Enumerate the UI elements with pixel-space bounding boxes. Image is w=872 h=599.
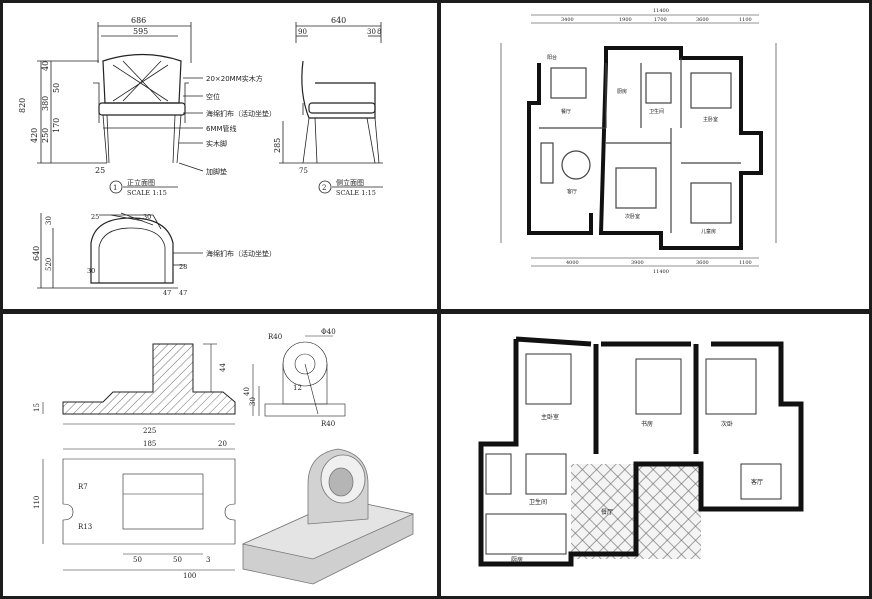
mech-plan-bottom-1: 50 — [173, 556, 182, 564]
plan-a-top-total: 11400 — [653, 8, 669, 14]
top-dim-misc-1: 30 — [143, 213, 151, 221]
plan-a-room-4: 主卧室 — [703, 116, 718, 123]
mech-front-height: 44 — [219, 363, 227, 372]
plan-a-bottom-dim-2: 3600 — [696, 260, 709, 266]
mech-plan-length: 185 — [143, 440, 156, 448]
plan-a-bottom-dim-1: 3900 — [631, 260, 644, 266]
side-caption-num: 2 — [322, 184, 326, 192]
mech-plan-offset: 20 — [218, 440, 227, 448]
top-dim-left-0: 30 — [45, 216, 53, 225]
mechanical-drawing-panel: 44 225 15 R40 Φ40 30 40 12 R40 185 20 11… — [3, 314, 437, 596]
front-dim-left-1: 50 — [52, 83, 61, 93]
plan-b-room-5: 餐厅 — [601, 508, 613, 516]
front-callout-5: 加脚垫 — [206, 167, 227, 176]
plan-a-room-6: 儿童房 — [701, 228, 716, 235]
plan-a-top-dim-3: 3600 — [696, 17, 709, 23]
front-dim-left-4: 250 — [41, 128, 50, 143]
plan-a-room-2: 厨房 — [617, 88, 627, 95]
plan-a-room-0: 客厅 — [567, 188, 577, 195]
front-caption-scale: SCALE 1:15 — [127, 189, 167, 197]
floor-plan-panel-a: 11400 3400 1900 1700 3600 1100 4000 3900… — [441, 3, 869, 309]
top-dim-misc-3: 30 — [87, 267, 95, 275]
mech-plan-width: 110 — [33, 496, 41, 509]
front-dim-left-2: 380 — [41, 96, 50, 111]
front-callout-3: 6MM管线 — [206, 124, 237, 133]
front-foot: 25 — [95, 166, 105, 175]
top-callout: 海绵扪布（活动坐垫） — [206, 249, 276, 258]
plan-a-room-7: 阳台 — [547, 54, 557, 61]
front-seat-height: 420 — [30, 128, 39, 143]
top-dim-left-1: 520 — [45, 258, 53, 271]
front-dim-left-0: 40 — [41, 61, 50, 71]
side-top-left: 90 — [298, 28, 307, 36]
plan-a-room-1: 餐厅 — [561, 108, 571, 115]
side-caption-scale: SCALE 1:15 — [336, 189, 376, 197]
mech-side-radius: R40 — [268, 333, 282, 341]
front-caption-title: 正立面图 — [127, 178, 155, 187]
front-dim-left-3: 170 — [52, 118, 61, 133]
plan-a-bottom-dim-0: 4000 — [566, 260, 579, 266]
mech-front-thickness: 15 — [33, 403, 41, 412]
side-dim-left: 285 — [273, 138, 282, 153]
front-width-outer: 686 — [131, 16, 146, 25]
plan-b-room-6: 客厅 — [751, 478, 763, 486]
mech-plan-r7: R7 — [78, 483, 88, 491]
top-dim-misc-5: 47 — [179, 289, 187, 297]
front-caption-num: 1 — [113, 184, 117, 192]
plan-a-bottom-dim-3: 1100 — [739, 260, 752, 266]
top-dim-misc-4: 47 — [163, 289, 171, 297]
front-height-total: 820 — [18, 98, 27, 113]
mechanical-drawing: 44 225 15 R40 Φ40 30 40 12 R40 185 20 11… — [33, 328, 415, 585]
top-dim-misc-0: 25 — [91, 213, 99, 221]
plan-a-bottom-total: 11400 — [653, 269, 669, 275]
plan-b-room-3: 卫生间 — [529, 498, 547, 506]
floor-plan-a: 11400 3400 1900 1700 3600 1100 4000 3900… — [500, 8, 777, 275]
plan-a-top-dim-0: 3400 — [561, 17, 574, 23]
front-callout-1: 空位 — [206, 92, 220, 101]
mech-side-dim-2: 12 — [293, 384, 302, 392]
front-callout-4: 实木脚 — [206, 139, 227, 148]
side-top-right2: 8 — [377, 28, 381, 36]
mech-side-radius2: R40 — [321, 420, 335, 428]
mech-plan-total: 100 — [183, 572, 196, 580]
side-top-right: 30 — [367, 28, 376, 36]
front-callout-2: 海绵扪布（活动坐垫） — [206, 109, 276, 118]
top-dim-misc-2: 28 — [179, 263, 187, 271]
plan-a-room-5: 次卧室 — [625, 213, 640, 220]
mech-side-dim-0: 30 — [249, 397, 257, 406]
mech-side-diameter: Φ40 — [321, 328, 336, 336]
front-callout-0: 20×20MM实木方 — [206, 74, 263, 83]
side-foot: 75 — [299, 167, 308, 175]
side-caption-title: 侧立面图 — [336, 178, 364, 187]
plan-b-room-0: 主卧室 — [541, 413, 559, 421]
plan-b-room-2: 次卧 — [721, 420, 733, 428]
plan-b-room-1: 书房 — [641, 420, 653, 428]
mech-plan-bottom-0: 50 — [133, 556, 142, 564]
mech-side-dim-1: 40 — [243, 387, 251, 396]
front-width-inner: 595 — [133, 27, 148, 36]
plan-a-top-dim-1: 1900 — [619, 17, 632, 23]
top-dim-left-2: 640 — [32, 246, 41, 261]
chair-drawing-panel: 686 595 820 420 40 50 380 170 250 25 20×… — [3, 3, 437, 309]
floor-plan-b: 主卧室 书房 次卧 卫生间 厨房 餐厅 客厅 — [478, 336, 804, 567]
plan-a-top-dim-2: 1700 — [654, 17, 667, 23]
plan-b-room-4: 厨房 — [511, 556, 523, 564]
mech-plan-r13: R13 — [78, 523, 92, 531]
floor-plan-panel-b: 主卧室 书房 次卧 卫生间 厨房 餐厅 客厅 — [441, 314, 869, 596]
mech-front-width: 225 — [143, 427, 156, 435]
chair-drawing: 686 595 820 420 40 50 380 170 250 25 20×… — [18, 16, 383, 297]
plan-a-room-3: 卫生间 — [649, 108, 664, 115]
plan-a-top-dim-4: 1100 — [739, 17, 752, 23]
mech-plan-bottom-2: 3 — [206, 556, 210, 564]
side-width: 640 — [331, 16, 346, 25]
